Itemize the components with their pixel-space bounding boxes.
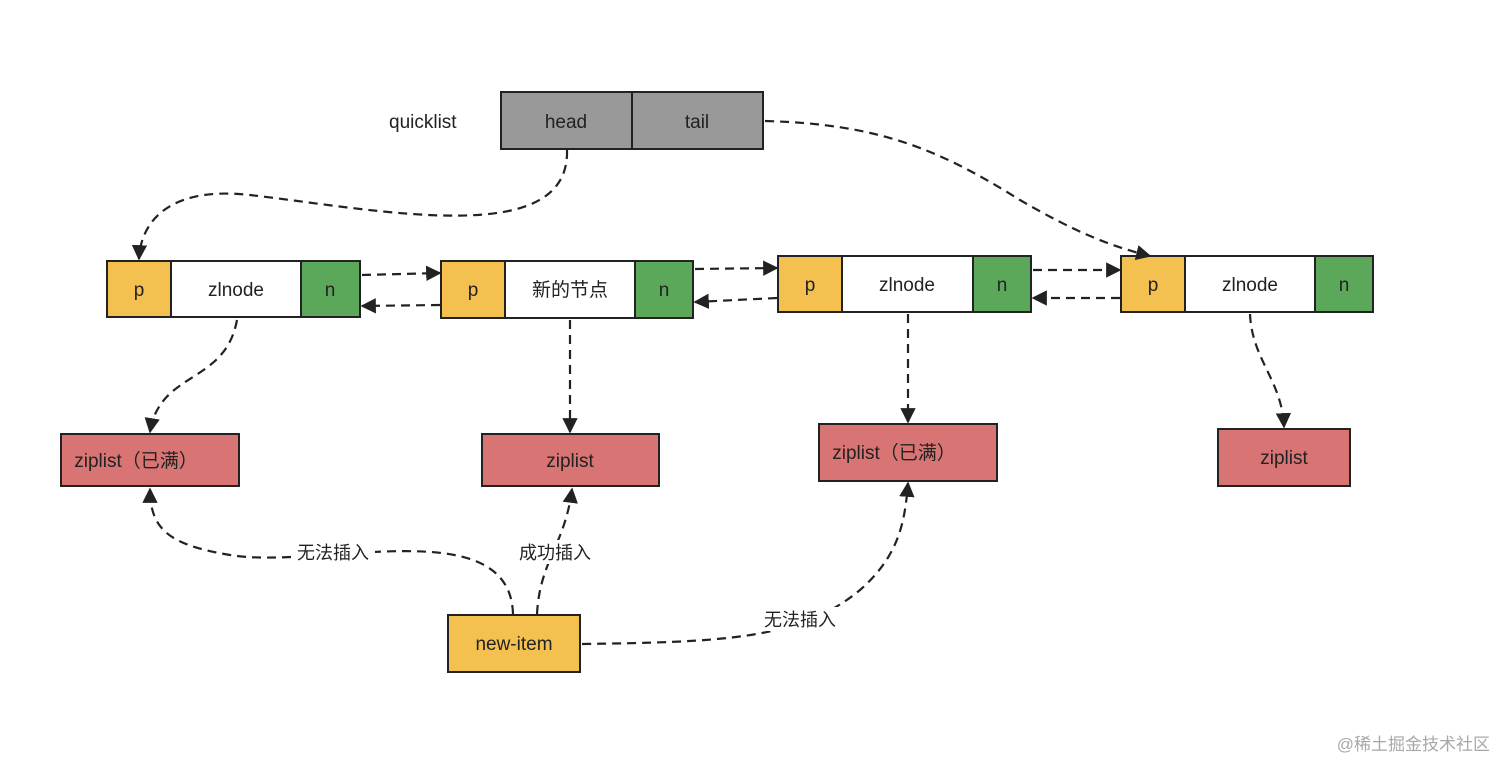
node-3-prev-label: p	[805, 275, 816, 296]
head-label: head	[545, 112, 587, 133]
node-1-next-cell	[300, 260, 361, 318]
arrow-new-item-fail-left	[142, 487, 515, 615]
arrow-node-2-next	[694, 260, 779, 276]
node-3-prev-cell	[777, 255, 843, 313]
edge-label-bg-fail-left	[291, 540, 375, 564]
edge-label-bg-success	[513, 540, 597, 564]
arrow-node-3-prev	[693, 293, 778, 310]
ziplist-4-label: ziplist	[1260, 448, 1308, 469]
node-3-body-cell	[841, 255, 974, 313]
ziplist-3-label: ziplist（已满）	[832, 442, 956, 464]
node-2-body-cell	[504, 260, 636, 319]
node-2-body-label: 新的节点	[532, 279, 608, 301]
node-4-next-label: n	[1339, 275, 1350, 296]
new-item: new-item	[447, 614, 581, 673]
new-item-label: new-item	[475, 634, 552, 655]
node-2-next-label: n	[659, 280, 670, 301]
node-1-next-label: n	[325, 280, 336, 301]
quicklist-header: head tail	[500, 91, 764, 150]
ziplist-4-box	[1217, 428, 1351, 487]
ziplist-3: ziplist（已满）	[818, 423, 998, 482]
node-4-body-label: zlnode	[1222, 275, 1278, 296]
node-4-body-cell	[1184, 255, 1316, 313]
node-4-next-cell	[1314, 255, 1374, 313]
node-1-body-label: zlnode	[208, 280, 264, 301]
node-3: p zlnode n	[777, 255, 1032, 313]
new-item-box	[447, 614, 581, 673]
arrow-new-item-fail-right	[581, 481, 915, 646]
ziplist-2-label: ziplist	[546, 451, 594, 472]
edge-label-bg-fail-right	[758, 607, 842, 631]
node-4-prev-cell	[1120, 255, 1186, 313]
ziplist-1: ziplist（已满）	[60, 433, 240, 487]
node-2-prev-cell	[440, 260, 506, 319]
edge-label-fail-left: 无法插入	[297, 543, 369, 563]
node-1: p zlnode n	[106, 260, 361, 318]
ziplist-3-box	[818, 423, 998, 482]
arrow-node-4-to-ziplist	[1248, 313, 1292, 429]
node-2-next-cell	[634, 260, 694, 319]
node-2: p 新的节点 n	[440, 260, 694, 319]
node-3-next-cell	[972, 255, 1032, 313]
node-1-prev-cell	[106, 260, 172, 318]
node-2-prev-label: p	[468, 280, 479, 301]
tail-label: tail	[685, 112, 709, 133]
ziplist-2-box	[481, 433, 660, 487]
head-cell	[500, 91, 633, 150]
node-4-prev-label: p	[1148, 275, 1159, 296]
arrow-node-1-next	[361, 265, 442, 282]
arrow-node-1-to-ziplist	[144, 319, 239, 434]
node-4: p zlnode n	[1120, 255, 1374, 313]
node-3-body-label: zlnode	[879, 275, 935, 296]
ziplist-1-label: ziplist（已满）	[74, 450, 198, 472]
node-3-next-label: n	[997, 275, 1008, 296]
ziplist-1-box	[60, 433, 240, 487]
ziplist-4: ziplist	[1217, 428, 1351, 487]
edge-label-success: 成功插入	[519, 543, 591, 563]
node-1-prev-label: p	[134, 280, 145, 301]
arrow-head-to-node-1	[131, 149, 569, 261]
quicklist-label: quicklist	[389, 112, 457, 133]
arrow-tail-to-node-4	[764, 119, 1152, 261]
watermark: @稀土掘金技术社区	[1337, 735, 1490, 754]
arrow-node-2-prev	[360, 298, 441, 314]
edge-label-fail-right: 无法插入	[764, 610, 836, 630]
tail-cell	[631, 91, 764, 150]
ziplist-2: ziplist	[481, 433, 660, 487]
